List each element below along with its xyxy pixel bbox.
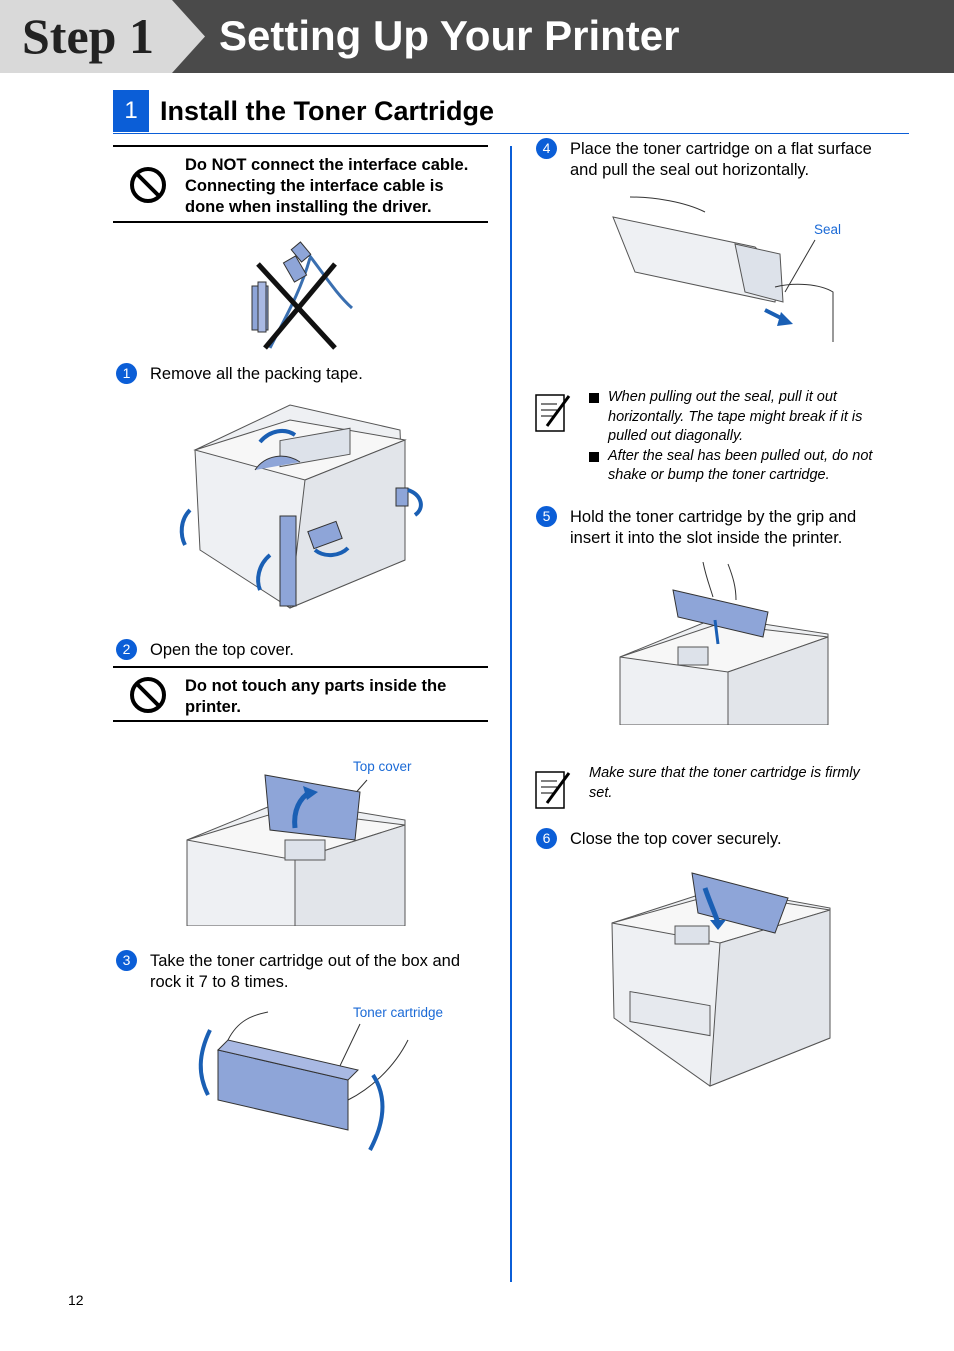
top-cover-label: Top cover <box>353 759 412 774</box>
step-text: Close the top cover securely. <box>570 830 782 848</box>
prohibited-icon <box>130 677 166 713</box>
warning-do-not-touch: Do not touch any parts inside the printe… <box>113 666 488 722</box>
step-number: 5 <box>536 506 557 527</box>
section-title: Install the Toner Cartridge <box>160 96 495 126</box>
seal-label: Seal <box>814 222 842 237</box>
note-pencil-icon <box>535 771 571 809</box>
toner-cartridge-label: Toner cartridge <box>353 1005 444 1020</box>
step-label: Step 1 <box>22 8 154 64</box>
warning-text: Do NOT connect the interface cable. Conn… <box>185 156 469 216</box>
step-tab <box>0 0 205 73</box>
seal-pull-illustration <box>612 196 834 342</box>
no-cable-illustration <box>251 241 353 350</box>
printer-packing-tape-illustration <box>179 404 423 609</box>
column-divider <box>510 146 512 1282</box>
step-text: Take the toner cartridge out of the box … <box>150 952 461 991</box>
step-text: Place the toner cartridge on a flat surf… <box>570 140 872 179</box>
insert-cartridge-illustration <box>619 562 829 725</box>
step-text: Remove all the packing tape. <box>150 365 363 383</box>
section-divider <box>113 133 909 134</box>
section-number: 1 <box>113 90 149 132</box>
close-cover-illustration <box>611 872 831 1087</box>
step-text: Hold the toner cartridge by the grip and… <box>570 508 857 547</box>
step-number: 2 <box>116 639 137 660</box>
seal-note: When pulling out the seal, pull it out h… <box>589 388 872 486</box>
note-pencil-icon <box>535 394 571 432</box>
toner-rocking-illustration <box>198 1011 409 1151</box>
warning-interface-cable: Do NOT connect the interface cable. Conn… <box>113 145 488 223</box>
firmly-set-note: Make sure that the toner cartridge is fi… <box>589 765 860 801</box>
page-number: 12 <box>68 1292 84 1308</box>
step-number: 6 <box>536 828 557 849</box>
step-number: 3 <box>116 950 137 971</box>
page-header: Step 1 Setting Up Your Printer <box>0 0 954 73</box>
prohibited-icon <box>130 167 166 203</box>
step-text: Open the top cover. <box>150 641 295 659</box>
warning-text: Do not touch any parts inside the printe… <box>185 677 447 716</box>
step-number: 1 <box>116 363 137 384</box>
step-number: 4 <box>536 138 557 159</box>
page-title: Setting Up Your Printer <box>219 12 680 59</box>
printer-open-cover-illustration <box>186 774 406 926</box>
